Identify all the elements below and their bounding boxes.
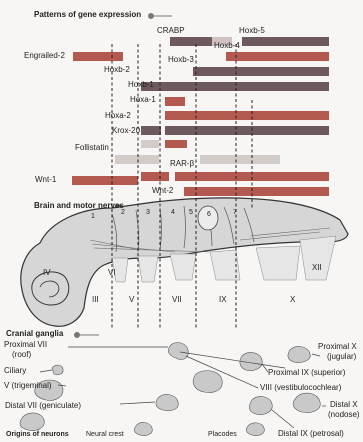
legend-placodes: Placodes	[208, 431, 237, 438]
blob-distal-x	[293, 393, 320, 412]
gene-hoxa1-label: Hoxa-1	[130, 96, 156, 104]
bar-engrailed2	[73, 52, 123, 61]
bar-hoxb4	[226, 52, 329, 61]
gene-wnt1-label: Wnt-1	[35, 176, 56, 184]
embryo	[21, 198, 348, 326]
gene-wnt2-label: Wnt-2	[152, 187, 173, 195]
ganglion-proximal-vii-sub: (roof)	[12, 351, 31, 359]
bar-wnt1	[72, 176, 138, 185]
bar-hoxb2	[141, 82, 329, 91]
bar-follistatin-b	[200, 155, 280, 164]
segment-label-6: 6	[207, 211, 211, 218]
ganglion-proximal-x-label: Proximal X	[318, 343, 357, 351]
ganglion-proximal-ix-label: Proximal IX (superior)	[268, 369, 345, 377]
blob-legend-placode	[246, 423, 264, 436]
ganglion-distal-ix-label: Distal IX (petrosal)	[278, 430, 344, 438]
ganglion-proximal-x-sub: (jugular)	[327, 353, 356, 361]
bar-rarb	[141, 172, 169, 181]
nerve-iii-label: III	[92, 296, 99, 304]
ganglion-distal-x-label: Distal X	[330, 401, 358, 409]
bar-wnt2	[184, 187, 329, 196]
nerve-v-label: V	[129, 296, 134, 304]
blob-distal-vii	[20, 413, 44, 431]
gene-hoxb4-label: Hoxb-4	[214, 42, 240, 50]
rhombomere-ring	[198, 206, 218, 230]
title-brain-motor: Brain and motor nerves	[34, 202, 124, 210]
nerve-xii-label: XII	[312, 264, 322, 272]
segment-label-3: 3	[146, 209, 150, 216]
nerve-iv-label: IV	[43, 269, 51, 277]
bar-hoxb5	[242, 37, 329, 46]
nerve-x-label: X	[290, 296, 295, 304]
gene-follistatin-label: Follistatin	[75, 144, 109, 152]
gene-hoxb2-label: Hoxb-2	[104, 66, 130, 74]
blob-legend-crest	[134, 422, 152, 435]
ganglion-viii-label: VIII (vestibulocochlear)	[260, 384, 341, 392]
title-gene-expression: Patterns of gene expression	[34, 11, 141, 19]
blob-proximal-x	[288, 347, 310, 363]
gene-hoxb5-label: Hoxb-5	[239, 27, 265, 35]
gene-krox20-label: Krox-20	[112, 127, 140, 135]
gene-crabp-label: CRABP	[157, 27, 185, 35]
blob-viii-b	[156, 395, 178, 411]
segment-label-5: 5	[189, 209, 193, 216]
blob-proximal-vii	[168, 343, 188, 360]
segment-label-1: 1	[91, 213, 95, 220]
bar-hoxa2	[141, 126, 161, 135]
segment-label-4: 4	[171, 209, 175, 216]
ganglion-distal-vii-label: Distal VII (geniculate)	[5, 402, 81, 410]
bar-hoxa2-b	[165, 126, 329, 135]
nerve-vi-label: VI	[108, 269, 116, 277]
bar-hoxb3	[193, 67, 329, 76]
nerve-vii-label: VII	[172, 296, 182, 304]
blob-viii	[193, 371, 222, 393]
bar-hoxa1	[165, 111, 329, 120]
legend-neural-crest: Neural crest	[86, 431, 124, 438]
gene-engrailed2-label: Engrailed-2	[24, 52, 65, 60]
nerve-ix-label: IX	[219, 296, 227, 304]
ganglion-ciliary-label: Ciliary	[4, 367, 26, 375]
gene-hoxb1-label: Hoxb-1	[128, 81, 154, 89]
bar-hoxb1	[165, 97, 185, 106]
segment-label-2: 2	[121, 209, 125, 216]
gene-rarb-label: RAR-β	[170, 160, 194, 168]
gene-hoxa2-label: Hoxa-2	[105, 112, 131, 120]
blob-ciliary	[52, 365, 63, 375]
ganglion-v-label: V (trigeminal)	[4, 382, 52, 390]
bar-follistatin	[115, 155, 159, 164]
segment-label-7: 7	[233, 209, 237, 216]
bar-crabp	[170, 37, 212, 46]
bar-krox20-b	[165, 140, 187, 148]
title-cranial-ganglia: Cranial ganglia	[6, 330, 63, 338]
gene-hoxb3-label: Hoxb-3	[168, 56, 194, 64]
blob-distal-ix	[249, 397, 272, 415]
bar-krox20	[141, 140, 159, 148]
marker-dot-genes	[149, 14, 154, 19]
ganglion-proximal-vii-label: Proximal VII	[4, 341, 47, 349]
marker-dot-ganglia	[75, 333, 80, 338]
ganglion-distal-x-sub: (nodose)	[328, 411, 360, 419]
title-origins: Origins of neurons	[6, 431, 69, 438]
